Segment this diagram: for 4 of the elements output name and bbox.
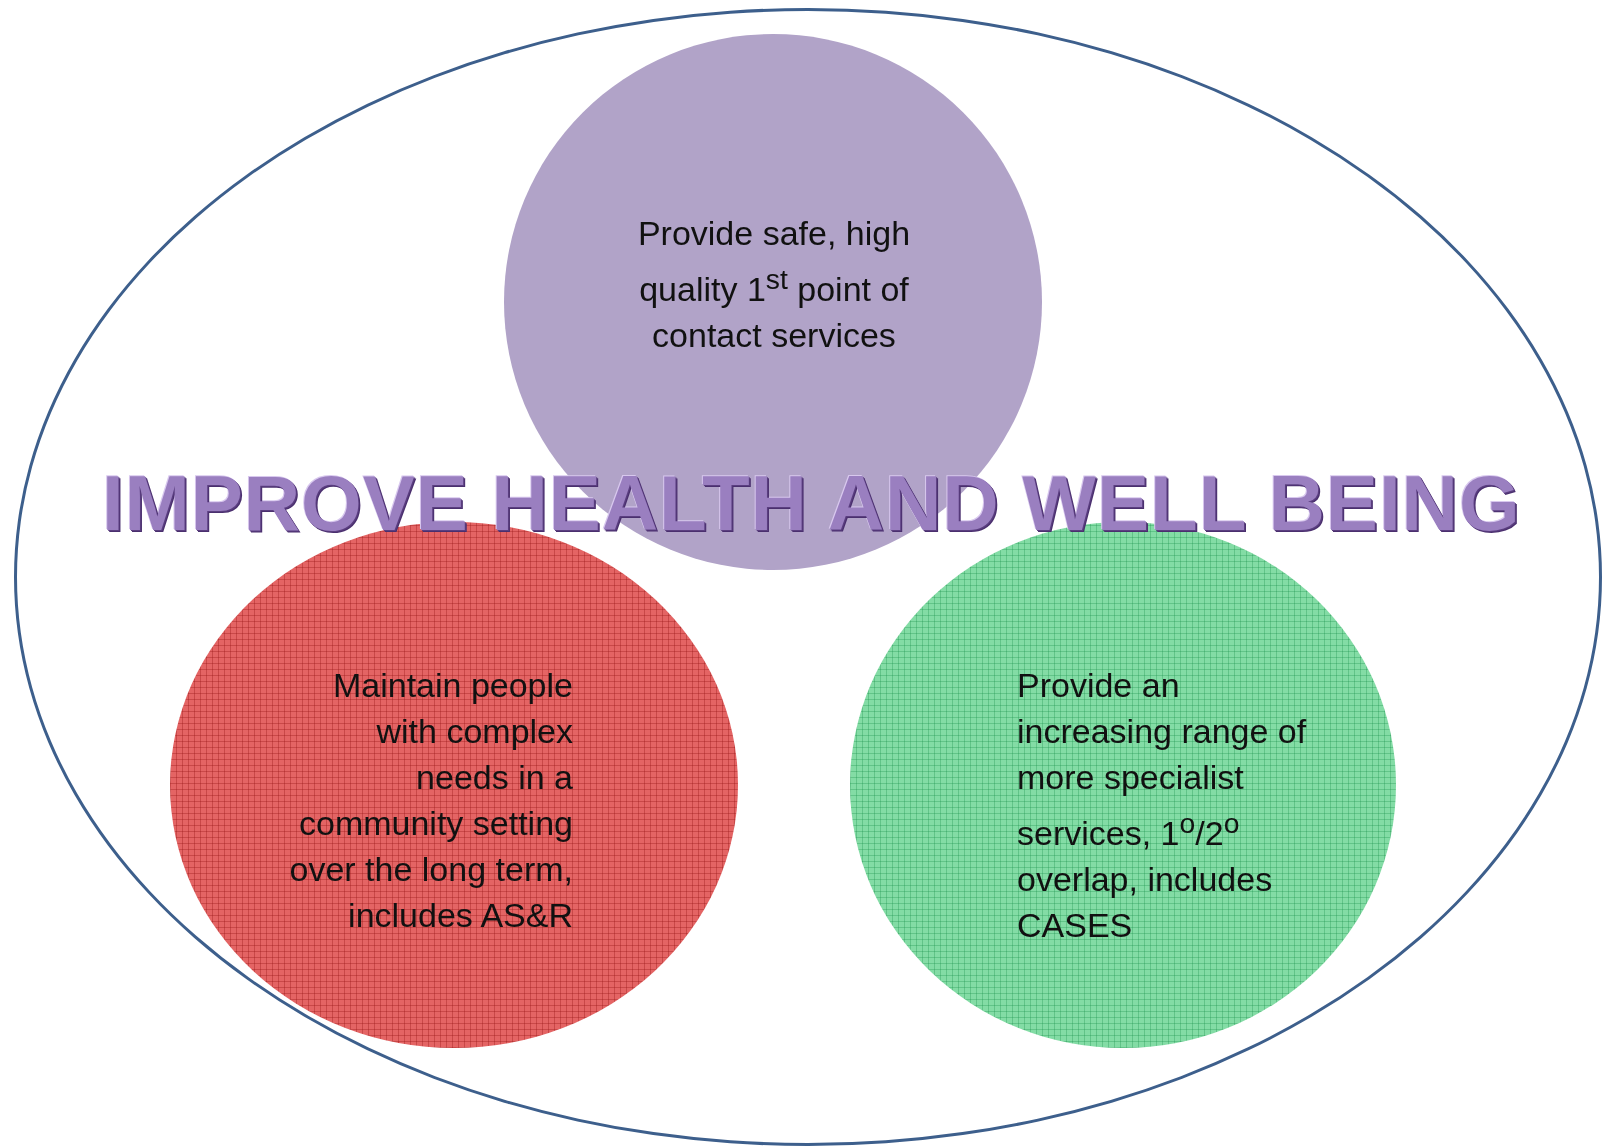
- outer-ellipse: [14, 8, 1602, 1146]
- circle-text: Provide an increasing range of more specialist services, 1$^{o}$/2$^{o}$ overlap, includes CASES: [1017, 665, 1308, 947]
- circle-text: Provide safe, high quality 1$^{st}$ point of contact services: [636, 213, 912, 357]
- circle-text: Maintain people with complex needs in a community setting over the long term, includes AS&R: [288, 665, 573, 936]
